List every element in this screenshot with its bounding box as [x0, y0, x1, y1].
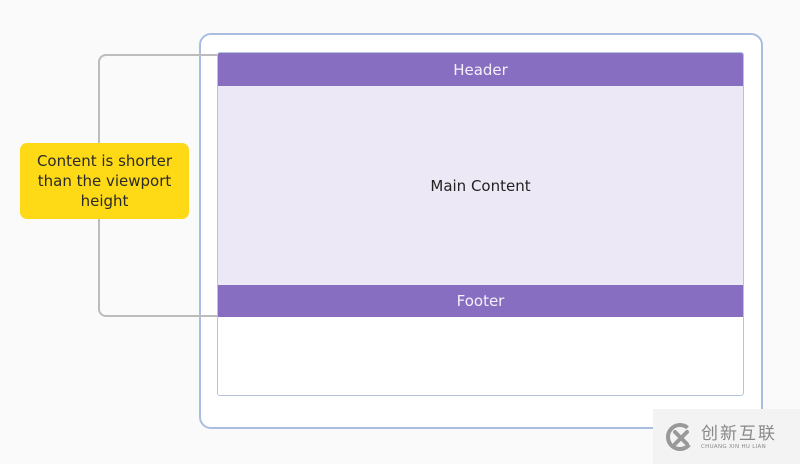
footer-label: Footer — [456, 292, 505, 310]
annotation-callout: Content is shorter than the viewport hei… — [20, 143, 189, 219]
annotation-text: Content is shorter than the viewport hei… — [36, 152, 173, 210]
watermark-pinyin: CHUANG XIN HU LIAN — [701, 443, 767, 450]
main-content-label: Main Content — [430, 176, 531, 195]
viewport: Header Main Content Footer — [217, 52, 744, 396]
main-content: Main Content — [218, 86, 743, 285]
page-footer: Footer — [218, 285, 743, 317]
page-header: Header — [218, 53, 743, 86]
header-label: Header — [453, 60, 508, 79]
cx-logo-icon — [666, 422, 694, 451]
watermark-chinese: 创新互联 — [701, 423, 777, 444]
watermark: 创新互联 CHUANG XIN HU LIAN — [653, 409, 800, 464]
